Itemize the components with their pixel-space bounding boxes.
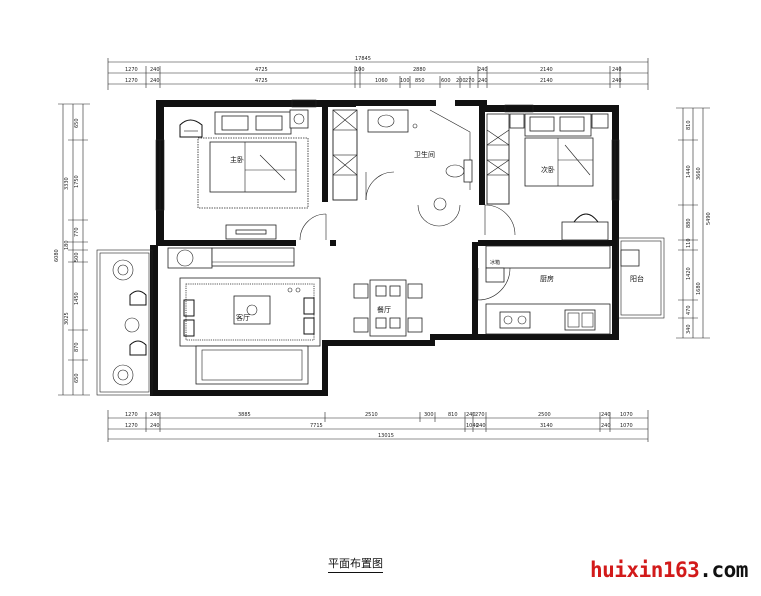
dim-left-5: 500 xyxy=(74,252,80,262)
dim-top-r2-1: 240 xyxy=(150,78,160,84)
dim-right-9: 340 xyxy=(686,324,692,334)
dim-top-r2-10: 2140 xyxy=(540,78,553,84)
bottom-dimensions: 1270 240 3885 2510 300 810 240 270 2500 … xyxy=(107,410,649,442)
label-kitchen: 厨房 xyxy=(540,274,554,283)
dim-left-3: 180 xyxy=(64,240,70,250)
dim-top-r1-4: 2880 xyxy=(413,67,426,73)
dim-bot-r2-7: 1070 xyxy=(620,423,633,429)
watermark-brand: huixin163 xyxy=(590,558,700,582)
dim-right-1: 1440 xyxy=(686,165,692,178)
label-balcony: 阳台 xyxy=(630,274,644,283)
dim-bot-r2-0: 1270 xyxy=(125,423,138,429)
dim-right-6: 1420 xyxy=(686,267,692,280)
right-dimensions: 810 1440 3660 880 110 5490 1420 1680 470… xyxy=(676,107,712,339)
top-dimensions: 17845 1270 240 4725 100 2880 240 2140 24… xyxy=(107,56,649,90)
bathroom-fixtures xyxy=(332,109,473,211)
dim-top-r2-0: 1270 xyxy=(125,78,138,84)
dim-left-6: 3025 xyxy=(64,312,70,325)
dim-left-1: 3330 xyxy=(64,177,70,190)
dim-bot-r2-4: 240 xyxy=(476,423,486,429)
dim-top-r1-5: 240 xyxy=(478,67,488,73)
dim-right-2: 3660 xyxy=(696,167,702,180)
dim-bot-r2-1: 240 xyxy=(150,423,160,429)
dim-left-9: 650 xyxy=(74,373,80,383)
dim-bot-r1-7: 270 xyxy=(475,412,485,418)
dim-top-r2-4: 100 xyxy=(400,78,410,84)
dim-left-7: 1450 xyxy=(74,292,80,305)
dim-bot-r1-8: 2500 xyxy=(538,412,551,418)
label-fridge: 冰箱 xyxy=(490,259,500,266)
dim-bot-r2-3: 1040 xyxy=(466,423,479,429)
watermark: huixin163.com xyxy=(590,558,748,582)
dim-bot-r1-1: 240 xyxy=(150,412,160,418)
dim-top-r1-7: 240 xyxy=(612,67,622,73)
dim-bot-r1-4: 300 xyxy=(424,412,434,418)
dim-top-total: 17845 xyxy=(355,56,371,62)
dim-left-10: 6080 xyxy=(54,249,60,262)
dim-bot-total: 13015 xyxy=(378,433,394,439)
dim-left-2: 1750 xyxy=(74,175,80,188)
watermark-domain: .com xyxy=(699,558,748,582)
label-dining-room: 餐厅 xyxy=(377,305,391,314)
walls xyxy=(96,99,665,396)
dim-right-4: 110 xyxy=(686,238,692,248)
dim-top-r2-7: 200 xyxy=(456,78,466,84)
dim-top-r1-6: 2140 xyxy=(540,67,553,73)
left-dimensions: 650 3330 1750 180 770 500 3025 1450 870 … xyxy=(54,103,90,396)
dim-bot-r2-6: 240 xyxy=(601,423,611,429)
label-living-room: 客厅 xyxy=(236,313,250,322)
drawing-caption: 平面布置图 xyxy=(328,555,383,573)
master-bedroom-furniture xyxy=(179,109,309,240)
dim-top-r2-6: 600 xyxy=(441,78,451,84)
living-room-furniture xyxy=(167,247,321,385)
dim-bot-r1-5: 810 xyxy=(448,412,458,418)
dim-top-r2-9: 240 xyxy=(478,78,488,84)
dim-right-8: 470 xyxy=(686,305,692,315)
dim-top-r1-1: 240 xyxy=(150,67,160,73)
dim-top-r1-0: 1270 xyxy=(125,67,138,73)
dim-bot-r1-10: 1070 xyxy=(620,412,633,418)
dim-right-0: 810 xyxy=(686,120,692,130)
dim-left-4: 770 xyxy=(74,227,80,237)
dim-top-r1-2: 4725 xyxy=(255,67,268,73)
dim-bot-r1-3: 2510 xyxy=(365,412,378,418)
dim-left-8: 870 xyxy=(74,342,80,352)
kitchen-fixtures xyxy=(485,245,640,335)
label-bathroom: 卫生间 xyxy=(414,150,435,159)
label-master-bedroom: 主卧 xyxy=(230,155,244,164)
dim-bot-r1-2: 3885 xyxy=(238,412,251,418)
dim-right-5: 5490 xyxy=(706,212,712,225)
dim-top-r2-5: 850 xyxy=(415,78,425,84)
dim-bot-r1-0: 1270 xyxy=(125,412,138,418)
balcony-left-furniture xyxy=(112,259,147,386)
doors xyxy=(299,171,516,301)
dim-left-0: 650 xyxy=(74,118,80,128)
dim-top-r2-8: 270 xyxy=(465,78,475,84)
dim-bot-r1-9: 240 xyxy=(601,412,611,418)
dim-bot-r2-5: 3140 xyxy=(540,423,553,429)
second-bedroom-furniture xyxy=(486,113,609,241)
dining-furniture xyxy=(353,279,423,337)
dim-right-3: 880 xyxy=(686,218,692,228)
dim-top-r2-3: 1060 xyxy=(375,78,388,84)
dim-right-7: 1680 xyxy=(696,282,702,295)
label-second-bedroom: 次卧 xyxy=(541,165,555,174)
dim-top-r1-3: 100 xyxy=(355,67,365,73)
dim-top-r2-11: 240 xyxy=(612,78,622,84)
dim-top-r2-2: 4725 xyxy=(255,78,268,84)
dim-bot-r2-2: 7715 xyxy=(310,423,323,429)
dim-bot-r1-6: 240 xyxy=(466,412,476,418)
